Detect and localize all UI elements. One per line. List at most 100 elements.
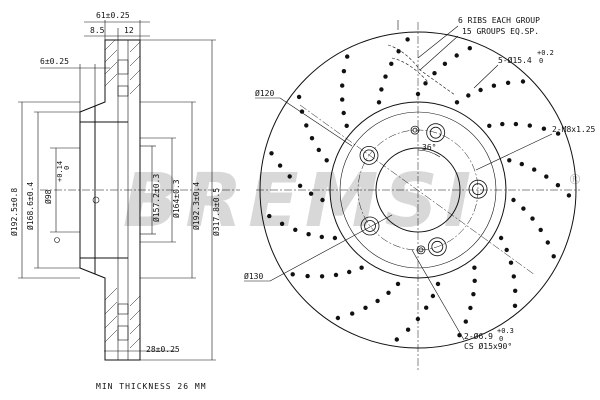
thread-label: 2-M8x1.25 xyxy=(552,125,596,134)
drill-hole xyxy=(332,235,338,241)
drill-hole xyxy=(319,274,325,279)
section-hatching xyxy=(104,39,141,349)
drill-hole xyxy=(395,281,401,287)
angle-label: 36° xyxy=(422,143,436,152)
drill-hole xyxy=(335,315,341,321)
drill-hole xyxy=(375,298,380,304)
center-bore xyxy=(375,147,461,233)
bolt-hole xyxy=(360,216,380,236)
drill-hole xyxy=(306,232,311,237)
drill-hole xyxy=(305,273,310,279)
drill-hole xyxy=(504,247,509,253)
drill-hole xyxy=(541,126,547,131)
countersink-label: CS Ø15x90° xyxy=(464,341,512,351)
drill-hole xyxy=(430,293,436,299)
drill-hole xyxy=(269,151,274,156)
drill-hole xyxy=(297,183,303,188)
drill-hole xyxy=(405,37,410,42)
drill-hole xyxy=(521,206,526,211)
dim-d192-3: Ø192.3±0.4 xyxy=(191,182,201,230)
drill-hole xyxy=(267,213,272,219)
drill-hole xyxy=(555,183,561,188)
drill-hole xyxy=(316,147,321,153)
drill-hole xyxy=(468,305,473,311)
drill-hole xyxy=(344,123,349,128)
drill-hole xyxy=(320,197,325,203)
drill-hole xyxy=(472,265,477,270)
drill-hole xyxy=(463,319,468,324)
dim-d164: Ø164±0.3 xyxy=(171,179,181,218)
drill-hole xyxy=(415,91,421,97)
bolt-hole xyxy=(427,237,447,257)
bolt-hole xyxy=(431,240,444,253)
drill-hole xyxy=(341,69,347,74)
drill-hole xyxy=(532,167,537,172)
drill-hole xyxy=(319,234,324,240)
drill-hole xyxy=(519,161,524,167)
bolt-hole xyxy=(426,123,446,143)
drill-hole xyxy=(293,227,298,232)
drill-hole xyxy=(527,123,532,128)
dim-d98: Ø98 xyxy=(43,189,53,204)
drill-hole xyxy=(296,94,302,100)
drill-hole xyxy=(566,193,572,198)
bolt-hole xyxy=(472,183,484,196)
drill-hole xyxy=(340,97,345,102)
drill-hole xyxy=(386,290,391,295)
drill-hole xyxy=(498,235,504,241)
dim-d317-8: Ø317.8±0.5 xyxy=(211,188,221,236)
pin-tol-upper: +0.3 xyxy=(497,327,514,335)
pcd-label: Ø120 xyxy=(255,88,274,98)
dim-d157-2: Ø157.2±0.3 xyxy=(151,174,161,222)
drill-hole xyxy=(290,272,295,277)
drill-hole xyxy=(389,61,394,66)
drill-hole xyxy=(415,316,421,322)
drill-hole xyxy=(478,87,483,93)
drill-hole xyxy=(299,109,305,114)
bolt-hole-pattern xyxy=(359,123,488,257)
bolt-hole xyxy=(429,126,442,139)
drill-hole xyxy=(507,158,512,163)
pin-holes-label: 2-Ø6.9 xyxy=(464,331,493,341)
drill-hole xyxy=(324,158,329,163)
bolt-tol-lower: 0 xyxy=(539,57,543,65)
drill-hole xyxy=(555,131,561,136)
drill-hole xyxy=(512,303,518,308)
drill-hole xyxy=(383,74,388,79)
watermark-registered-mark: ® xyxy=(568,172,582,188)
min-thickness-note: MIN THICKNESS 26 MM xyxy=(96,382,207,391)
drill-hole xyxy=(454,100,460,105)
drill-hole xyxy=(363,305,368,310)
drill-hole xyxy=(545,240,550,245)
drill-hole xyxy=(432,71,437,76)
drill-hole xyxy=(308,191,314,196)
dim-left-width: 8.5 xyxy=(90,26,105,35)
bolt-tol-upper: +0.2 xyxy=(537,49,554,57)
drill-hole xyxy=(505,80,511,86)
ribs-groups-eq-sp: 15 GROUPS EQ.SP. xyxy=(462,27,539,36)
drill-hole xyxy=(277,163,283,168)
drill-hole xyxy=(341,110,346,116)
drill-hole xyxy=(471,292,476,297)
drill-hole xyxy=(435,281,441,287)
section-view: 61±0.25 8.5 12 6±0.25 Ø192.5±0.8 Ø168.6±… xyxy=(9,11,240,361)
dim-bottom-thickness: 28±0.25 xyxy=(146,345,180,354)
center-bore-label: Ø130 xyxy=(244,271,263,281)
drill-hole xyxy=(340,83,345,88)
drill-hole xyxy=(309,136,315,141)
drill-hole xyxy=(544,174,549,179)
drill-hole xyxy=(491,83,497,88)
dim-d98-tol-lower: 0 xyxy=(63,166,71,170)
drill-hole xyxy=(394,337,399,342)
threaded-hole xyxy=(416,245,426,255)
ribs-each-group: 6 RIBS EACH GROUP xyxy=(458,16,540,25)
dim-hub-flange: 6±0.25 xyxy=(40,57,69,66)
drill-hole xyxy=(508,260,514,265)
drill-hole xyxy=(487,123,492,128)
drill-hole xyxy=(350,311,355,316)
drill-hole xyxy=(454,53,459,58)
drill-hole-pattern xyxy=(267,37,572,342)
threaded-hole xyxy=(410,125,420,135)
drill-hole xyxy=(304,123,309,128)
drill-hole xyxy=(513,288,518,293)
